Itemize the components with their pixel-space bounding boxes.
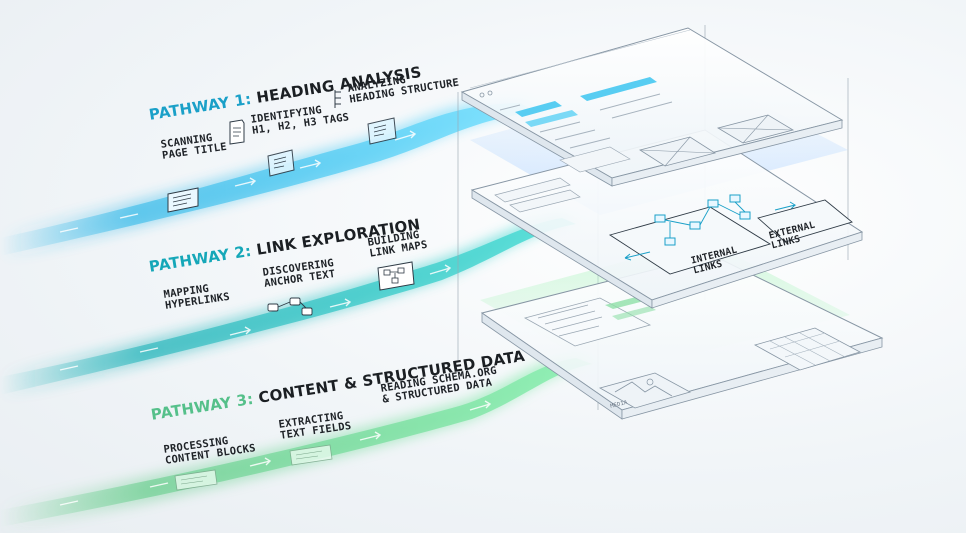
page-layer-content [480, 254, 884, 420]
stream-particles [59, 130, 492, 506]
page-title-doc-icon [167, 187, 199, 213]
text-fields-icon [289, 444, 333, 466]
content-block-icon [174, 469, 218, 491]
scan-page-card-icon [267, 149, 295, 177]
heading-structure-icon [334, 90, 341, 108]
heading-tags-doc-icon [229, 119, 245, 145]
anchor-link-node-icon [267, 297, 313, 316]
page-layer-links [470, 129, 864, 309]
stream-pathway-1 [0, 100, 540, 262]
stream-pathway-3 [0, 355, 598, 533]
heading-analysis-card-icon [367, 117, 397, 145]
link-map-icon [377, 261, 415, 291]
page-layer-headings [460, 27, 844, 187]
